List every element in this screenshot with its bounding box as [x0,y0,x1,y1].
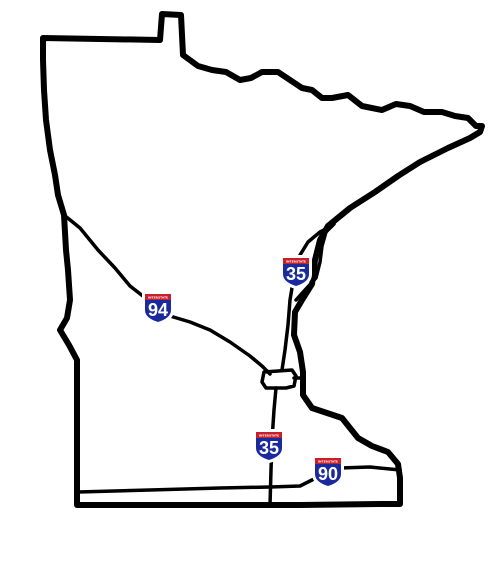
twin-cities-loop [260,368,298,390]
highway-ne-road [294,222,336,302]
interstate-90-shield: INTERSTATE 90 [312,455,344,490]
shield-number: 94 [148,300,168,320]
shield-header: INTERSTATE [286,260,306,264]
shield-header: INTERSTATE [148,296,168,300]
shield-header: INTERSTATE [318,460,338,464]
shield-number: 90 [318,464,338,484]
interstate-94-shield: INTERSTATE 94 [142,291,174,326]
highway-i90 [76,465,402,494]
shield-number: 35 [286,264,306,284]
shield-number: 35 [259,438,279,458]
shield-header: INTERSTATE [259,434,279,438]
interstate-35-north-shield: INTERSTATE 35 [280,255,312,290]
interstate-35-south-shield: INTERSTATE 35 [253,429,285,464]
